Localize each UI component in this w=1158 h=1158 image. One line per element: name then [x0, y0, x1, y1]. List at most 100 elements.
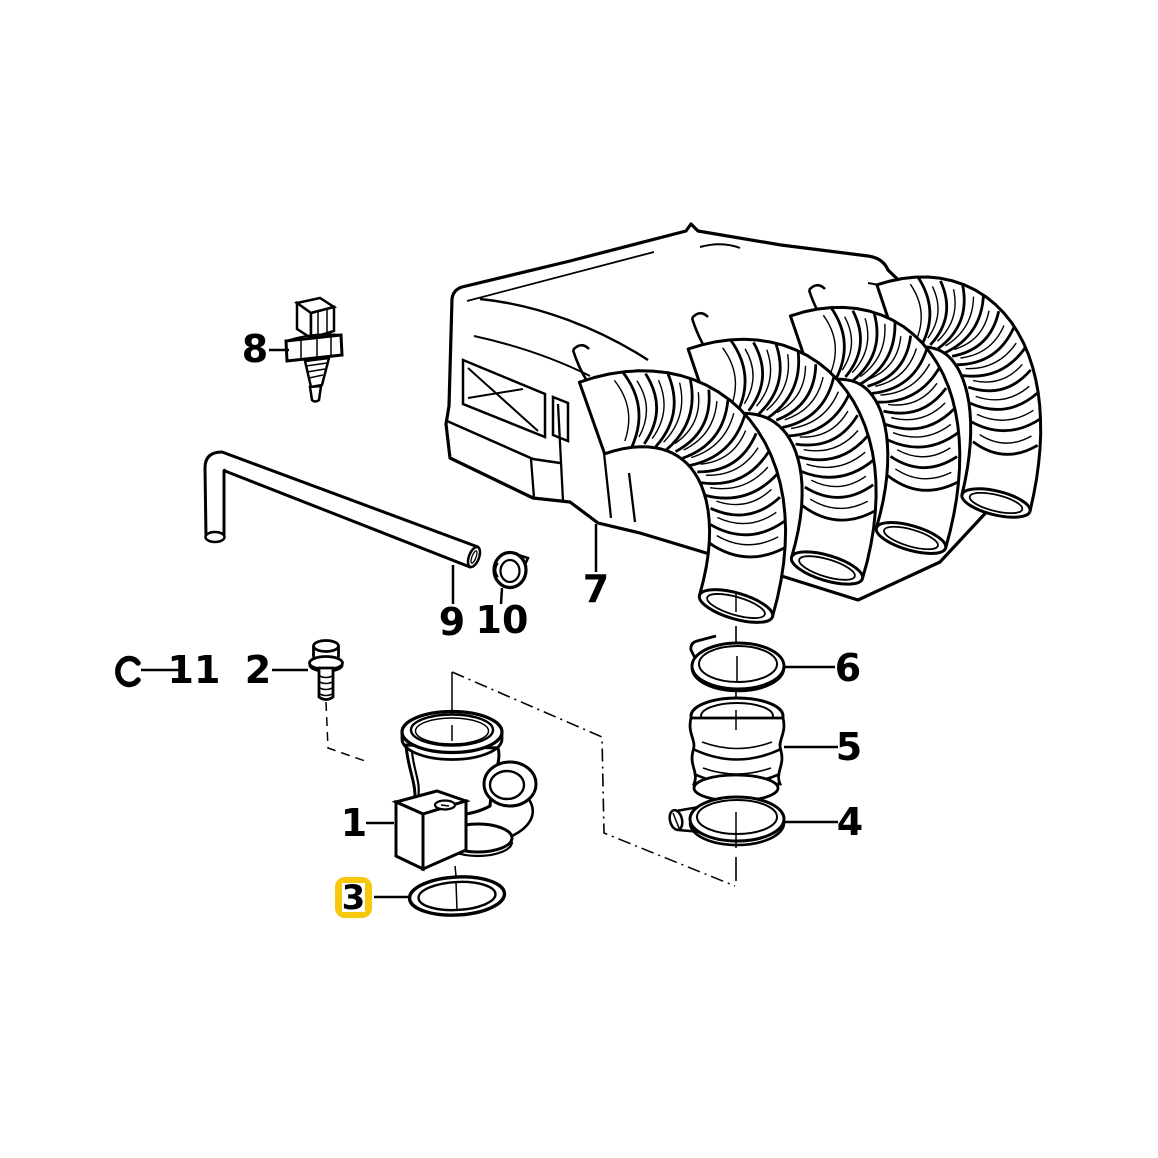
callout-label-3[interactable]: 3: [342, 878, 366, 918]
intake-runner-2: [686, 337, 878, 586]
runner-rib: [701, 451, 770, 485]
callout-2[interactable]: 2: [245, 648, 308, 692]
runner-rib: [664, 377, 694, 452]
runner-rib: [885, 430, 960, 449]
callout-label-7[interactable]: 7: [583, 567, 609, 611]
callout-label-9[interactable]: 9: [439, 600, 465, 644]
runner-rib: [682, 399, 730, 460]
callout-3-highlighted[interactable]: 3: [335, 877, 408, 918]
runner-rib: [621, 370, 641, 449]
pipe-bore: [470, 550, 478, 564]
part-10-clamp-ring: [492, 550, 530, 590]
runner-rib-echo: [979, 434, 1032, 444]
runner-rib-echo: [636, 380, 648, 438]
runner-rib: [709, 520, 786, 537]
runner-rib: [757, 343, 782, 416]
runner-rib-echo: [945, 296, 975, 347]
runner-rib-echo: [972, 363, 1023, 383]
flange-top-arc: [285, 333, 342, 342]
runner-rib-echo: [891, 402, 946, 421]
runner-rib: [967, 368, 1032, 393]
runner-rib-echo: [909, 283, 922, 341]
callout-label-2[interactable]: 2: [245, 648, 271, 692]
intake-runner-1: [577, 369, 788, 624]
recessed-panel: [461, 358, 547, 439]
side-port-bore: [488, 769, 526, 801]
callout-label-11[interactable]: 11: [168, 648, 221, 692]
rim-band: [400, 732, 504, 761]
runner-rib: [960, 346, 1027, 378]
runner-rib-echo: [613, 379, 630, 442]
thread-lines: [305, 362, 328, 379]
intake-runner-4: [875, 275, 1043, 519]
runner-rib: [787, 393, 851, 438]
callout-10[interactable]: 10: [476, 587, 529, 642]
runner-rib: [889, 455, 958, 469]
part-6-hose-clamp-upper: [689, 634, 786, 693]
callout-label-6[interactable]: 6: [835, 646, 861, 690]
part-11-clip: [115, 655, 141, 688]
callout-6[interactable]: 6: [785, 646, 861, 690]
runner-rib-echo: [803, 430, 859, 452]
hex-facets: [300, 336, 332, 359]
callout-label-1[interactable]: 1: [341, 801, 367, 845]
intake-runner-3: [788, 305, 962, 555]
callout-1[interactable]: 1: [341, 801, 394, 845]
runner-rib-echo: [709, 466, 769, 490]
runner-rib-echo: [799, 410, 849, 438]
runner-rib: [747, 341, 765, 412]
runner-rib: [688, 413, 747, 468]
clamp-inner: [696, 799, 778, 835]
runner-rib-echo: [790, 391, 840, 430]
callout-4[interactable]: 4: [784, 800, 863, 844]
runner-rib-echo: [651, 379, 665, 440]
callout-label-10[interactable]: 10: [476, 598, 529, 642]
clamp-band-bottom: [688, 822, 786, 847]
runner-rib: [875, 366, 942, 404]
assembly-axis-housing: [451, 672, 458, 911]
pipe-open-end-bottom: [204, 530, 226, 544]
callout-label-8[interactable]: 8: [242, 327, 268, 371]
trunk-line: [410, 751, 420, 799]
runner-rib-echo: [954, 310, 990, 351]
hole-tick: [440, 804, 450, 807]
callout-9[interactable]: 9: [439, 565, 465, 644]
runner-rib: [969, 392, 1039, 411]
top-edge-echo: [466, 251, 655, 302]
runner-rib-echo: [755, 349, 772, 407]
runner-rib-echo: [663, 382, 683, 443]
bolt-head-top: [312, 639, 340, 653]
rim-inner: [409, 713, 495, 747]
highlight-inner-box: [342, 883, 365, 912]
sensor-hex-flange: [284, 333, 344, 363]
callout-7[interactable]: 7: [583, 524, 609, 611]
runner-rib-echo: [841, 316, 853, 371]
runner-rib: [801, 504, 876, 522]
runner-rib-echo: [887, 382, 938, 406]
callout-label-4[interactable]: 4: [837, 800, 863, 844]
bolt-axis-dashes: [325, 701, 366, 762]
runner-rib: [829, 306, 846, 381]
callout-5[interactable]: 5: [784, 725, 862, 769]
plug-ribs: [317, 309, 328, 336]
sensor-thread: [303, 356, 331, 389]
callout-8[interactable]: 8: [242, 327, 289, 371]
callout-label-5[interactable]: 5: [836, 725, 862, 769]
runner-rib-echo: [965, 342, 1017, 370]
callout-11[interactable]: 11: [141, 648, 220, 692]
runner-bore: [798, 555, 856, 581]
runner-rib: [674, 389, 711, 453]
part-1-throttle-housing: [391, 709, 538, 872]
top-face-swoosh: [473, 335, 591, 377]
runner-rib-echo: [822, 314, 837, 374]
pipe-body: [203, 450, 480, 569]
clamp-band: [690, 641, 786, 691]
top-face-arc: [699, 243, 741, 249]
runner-rib-echo: [674, 392, 700, 445]
runner-rib-echo: [892, 423, 952, 438]
runner-rib-echo: [716, 534, 779, 546]
clamp-inner: [698, 645, 778, 683]
top-face-swoosh: [479, 297, 649, 362]
runner-rib: [707, 541, 787, 559]
